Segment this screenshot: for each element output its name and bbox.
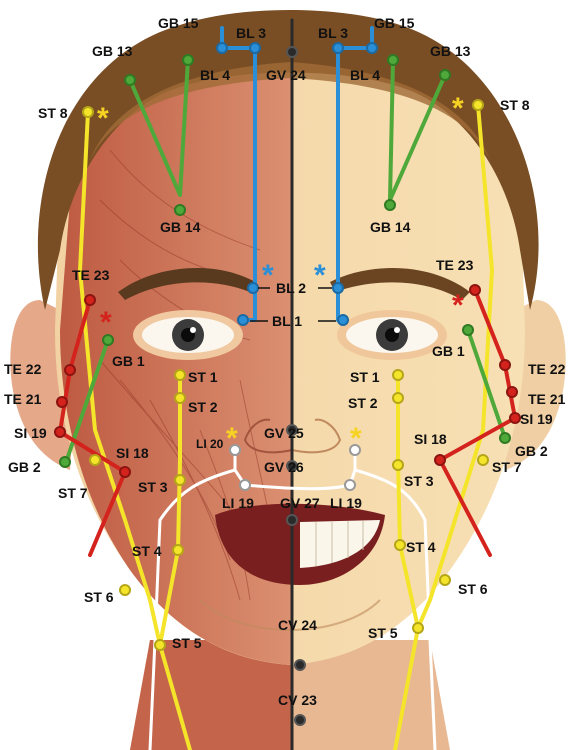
- label-te21-right: TE 21: [528, 391, 566, 407]
- label-st6-right: ST 6: [458, 581, 488, 597]
- label-si19-right: SI 19: [520, 411, 553, 427]
- label-gb13-left: GB 13: [92, 43, 133, 59]
- label-gb14-right: GB 14: [370, 219, 411, 235]
- label-te23-right: TE 23: [436, 257, 474, 273]
- star-icon: *: [226, 422, 238, 455]
- label-cv23: CV 23: [278, 692, 317, 708]
- label-bl4-right: BL 4: [350, 67, 380, 83]
- label-st3-right: ST 3: [404, 473, 434, 489]
- star-icon: *: [350, 422, 362, 455]
- label-si19-left: SI 19: [14, 425, 47, 441]
- label-gb2-left: GB 2: [8, 459, 41, 475]
- star-icon: *: [314, 259, 326, 292]
- label-gb2-right: GB 2: [515, 443, 548, 459]
- label-gv26: GV 26: [264, 459, 304, 475]
- star-icon: *: [97, 102, 109, 135]
- label-gb15-left: GB 15: [158, 15, 199, 31]
- label-bl2: BL 2: [276, 280, 306, 296]
- label-gb1-left: GB 1: [112, 353, 145, 369]
- label-st3-left: ST 3: [138, 479, 168, 495]
- label-st7-right: ST 7: [492, 459, 522, 475]
- label-si18-left: SI 18: [116, 445, 149, 461]
- label-cv24: CV 24: [278, 617, 317, 633]
- label-gb14-left: GB 14: [160, 219, 201, 235]
- label-st2-left: ST 2: [188, 399, 218, 415]
- star-icon: *: [452, 289, 464, 322]
- label-gv24: GV 24: [266, 67, 306, 83]
- label-li19-right: LI 19: [330, 495, 362, 511]
- label-st8-left: ST 8: [38, 105, 68, 121]
- label-st6-left: ST 6: [84, 589, 114, 605]
- label-gv25: GV 25: [264, 425, 304, 441]
- label-bl3-right: BL 3: [318, 25, 348, 41]
- label-st2-right: ST 2: [348, 395, 378, 411]
- label-te22-left: TE 22: [4, 361, 42, 377]
- label-gv27: GV 27: [280, 495, 320, 511]
- label-li20: LI 20: [196, 437, 224, 451]
- label-st8-right: ST 8: [500, 97, 530, 113]
- label-st5-left: ST 5: [172, 635, 202, 651]
- label-bl3-left: BL 3: [236, 25, 266, 41]
- label-gb13-right: GB 13: [430, 43, 471, 59]
- label-si18-right: SI 18: [414, 431, 447, 447]
- label-st4-right: ST 4: [406, 539, 436, 555]
- star-icon: *: [262, 259, 274, 292]
- label-bl1: BL 1: [272, 313, 302, 329]
- label-st7-left: ST 7: [58, 485, 88, 501]
- label-st4-left: ST 4: [132, 543, 162, 559]
- label-bl4-left: BL 4: [200, 67, 230, 83]
- label-te22-right: TE 22: [528, 361, 566, 377]
- label-li19-left: LI 19: [222, 495, 254, 511]
- label-st1-left: ST 1: [188, 369, 218, 385]
- label-te23-left: TE 23: [72, 267, 110, 283]
- star-icon: *: [452, 92, 464, 125]
- label-st1-right: ST 1: [350, 369, 380, 385]
- star-icon: *: [100, 306, 112, 339]
- label-st5-right: ST 5: [368, 625, 398, 641]
- label-te21-left: TE 21: [4, 391, 42, 407]
- label-gb1-right: GB 1: [432, 343, 465, 359]
- label-gb15-right: GB 15: [374, 15, 415, 31]
